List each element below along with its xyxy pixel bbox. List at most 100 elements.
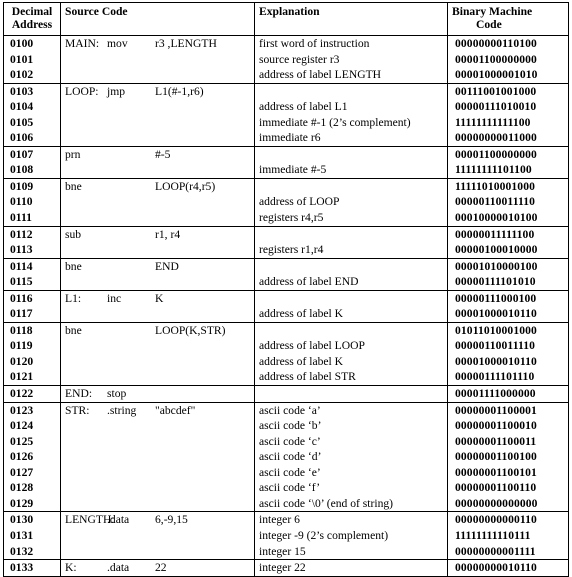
binary-code-value: 00010000010100	[455, 211, 538, 225]
source-line: prn#-5	[65, 147, 254, 163]
source-operands: "abcdef"	[155, 403, 196, 417]
source-operands: #-5	[155, 147, 171, 161]
binary-code-cell: 00001010000100 00000111101010	[447, 257, 569, 291]
binary-code-value: 00000001100011	[455, 434, 537, 448]
address-value: 0108	[10, 163, 34, 177]
address-value: 0119	[10, 339, 33, 353]
binary-code-value: 00000111010010	[455, 100, 537, 114]
address-value: 0133	[10, 561, 34, 575]
address-cell: 0122	[3, 385, 61, 403]
explanation-cell: ascii code ‘a’ascii code ‘b’ascii code ‘…	[254, 401, 448, 513]
explanation-text	[259, 84, 447, 100]
address-value: 0103	[10, 84, 34, 98]
explanation-text: ascii code ‘c’	[259, 434, 321, 448]
source-code-cell: STR:.string"abcdef"	[60, 401, 255, 513]
source-operands: r3 ,LENGTH	[155, 37, 217, 50]
binary-code-cell: 00001111000000	[447, 385, 569, 403]
explanation-cell	[254, 385, 448, 403]
address-cell: 0133	[3, 559, 61, 577]
binary-code-value: 00000001100001	[455, 403, 537, 417]
source-op: .data	[107, 561, 130, 575]
explanation-text: address of label K	[259, 307, 344, 321]
source-operands: r1, r4	[155, 227, 181, 241]
source-op	[107, 323, 155, 339]
address-value: 0112	[10, 227, 33, 241]
source-label: END:	[65, 387, 93, 401]
address-value: 0111	[10, 211, 32, 225]
address-value: 0124	[10, 419, 34, 433]
binary-code-value: 11111111110111	[455, 528, 531, 542]
explanation-text: integer -9 (2’s complement)	[259, 528, 389, 542]
explanation-text	[259, 291, 447, 307]
binary-code-value: 00000001100100	[455, 450, 537, 464]
binary-code-value: 00001000010110	[455, 307, 537, 321]
address-value: 0120	[10, 354, 34, 368]
binary-code-value: 11111111111100	[455, 115, 531, 129]
binary-code-value: 00000000001111	[455, 544, 536, 558]
address-value: 0126	[10, 450, 34, 464]
source-line: STR:.string"abcdef"	[65, 403, 254, 419]
explanation-text: ascii code ‘b’	[259, 419, 322, 433]
header-address-line-1: Decimal	[11, 5, 53, 18]
address-value: 0122	[10, 387, 34, 401]
binary-code-value: 00000110011110	[455, 339, 535, 353]
header-binary-line-2: Code	[476, 18, 502, 31]
binary-code-value: 00000000011000	[455, 131, 537, 145]
source-operands: K	[155, 291, 164, 305]
address-value: 0101	[10, 52, 34, 66]
address-value: 0131	[10, 528, 34, 542]
address-value: 0132	[10, 544, 34, 558]
source-op	[107, 147, 155, 163]
explanation-text: address of label L1	[259, 100, 348, 114]
binary-code-value: 11111010001000	[455, 179, 535, 193]
binary-code-value: 00000111101010	[455, 275, 536, 289]
binary-code-value: 00001111000000	[455, 387, 536, 401]
binary-code-value: 01011010001000	[455, 323, 537, 337]
explanation-text	[259, 259, 447, 275]
explanation-text: ascii code ‘e’	[259, 465, 321, 479]
binary-code-value: 00001010000100	[455, 259, 538, 273]
header-source-code: Source Code	[60, 2, 255, 36]
explanation-text: immediate #-5	[259, 163, 327, 177]
binary-code-value: 00001100000000	[455, 147, 537, 161]
address-value: 0100	[10, 37, 34, 50]
source-op	[107, 259, 155, 275]
binary-code-value: 00001000001010	[455, 68, 538, 82]
explanation-text: address of LOOP	[259, 195, 340, 209]
source-op: jmp	[107, 84, 126, 98]
binary-code-value: 00000000110100	[455, 37, 537, 50]
header-address-line-2: Address	[11, 18, 53, 31]
assembly-table: Decimal Address Source Code Explanation …	[3, 2, 569, 577]
binary-code-value: 00000001100010	[455, 419, 537, 433]
source-operands: END	[155, 259, 179, 273]
address-value: 0118	[10, 323, 33, 337]
address-value: 0110	[10, 195, 33, 209]
binary-code-value: 00000000000110	[455, 513, 537, 527]
